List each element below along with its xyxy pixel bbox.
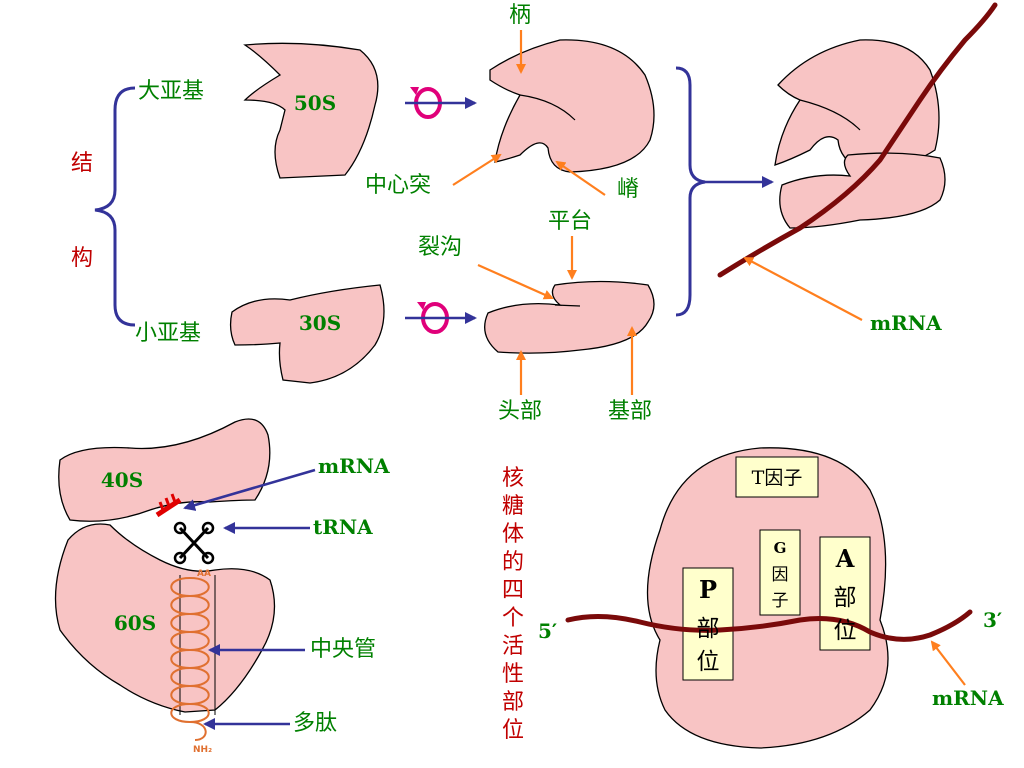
base-label: 基部 <box>608 399 652 424</box>
p-site-char-1: P <box>699 575 717 604</box>
structure-char-2: 构 <box>71 246 93 271</box>
subunit-40s-shape <box>58 418 271 522</box>
a-site-char-2: 部 <box>834 585 857 611</box>
three-prime-label: 3′ <box>983 608 1002 632</box>
head-label: 头部 <box>498 399 542 424</box>
t-factor-label: T因子 <box>752 467 803 489</box>
svg-text:核: 核 <box>502 466 524 491</box>
nh2-end-label: NH₂ <box>193 745 212 755</box>
central-tube-label: 中央管 <box>310 637 376 662</box>
subunit-30s-name: 30S <box>299 311 341 335</box>
active-site-mrna-label: mRNA <box>932 686 1004 710</box>
cleft-label: 裂沟 <box>418 235 462 260</box>
large-subunit-label: 大亚基 <box>138 79 204 104</box>
subunit-60s-name: 60S <box>114 611 156 635</box>
bottom-mrna-label: mRNA <box>318 454 390 478</box>
svg-text:四: 四 <box>502 578 524 603</box>
active-site-mrna-strand <box>565 609 973 642</box>
svg-text:体: 体 <box>502 522 524 547</box>
small-subunit-side-view <box>484 280 655 354</box>
p-site-char-2: 部 <box>697 616 720 642</box>
svg-text:活: 活 <box>502 634 524 659</box>
assembly-bracket <box>675 66 706 317</box>
handle-label: 柄 <box>509 3 531 28</box>
g-factor-char-1: G <box>774 539 787 557</box>
assembled-small-subunit <box>779 152 946 229</box>
subunit-50s-shape <box>243 42 379 179</box>
g-factor-char-2: 因 <box>772 565 789 585</box>
aa-end-label: AA <box>197 569 211 579</box>
svg-text:个: 个 <box>502 606 524 631</box>
assembled-mrna-strand <box>717 2 998 278</box>
svg-text:的: 的 <box>502 550 524 575</box>
g-factor-char-3: 子 <box>772 591 789 611</box>
svg-text:糖: 糖 <box>502 494 524 519</box>
a-site-box <box>819 536 871 651</box>
active-site-mrna-pointer <box>930 640 966 686</box>
central-protuberance-crease <box>519 94 576 121</box>
trna-cloverleaf-icon <box>173 521 215 565</box>
structure-bracket <box>94 86 136 327</box>
ridge-pointer <box>555 160 606 196</box>
p-site-char-3: 位 <box>697 649 720 675</box>
cleft-crease <box>554 304 581 307</box>
assembled-mrna-label: mRNA <box>870 311 942 335</box>
svg-text:位: 位 <box>502 718 524 743</box>
small-subunit-label: 小亚基 <box>135 321 201 346</box>
polypeptide-helix <box>170 577 210 741</box>
cleft-pointer <box>477 263 554 300</box>
platform-label: 平台 <box>548 209 592 234</box>
p-site-box <box>682 567 734 681</box>
subunit-30s-shape <box>229 284 385 384</box>
assembled-mrna-pointer <box>743 257 863 321</box>
central-protuberance-pointer <box>452 153 502 186</box>
subunit-50s-name: 50S <box>294 91 336 115</box>
assembled-large-crease <box>799 99 861 131</box>
bottom-mrna-pointer <box>183 468 316 511</box>
mrna-fragment-icon <box>155 493 182 518</box>
large-subunit-side-view <box>489 39 655 173</box>
a-site-char-1: A <box>835 544 855 573</box>
ridge-label: 嵴 <box>617 177 639 202</box>
svg-text:性: 性 <box>502 662 524 687</box>
polypeptide-label: 多肽 <box>293 711 337 736</box>
trna-label: tRNA <box>313 515 373 539</box>
a-site-char-3: 位 <box>834 618 857 644</box>
central-protuberance-label: 中心突 <box>365 173 431 198</box>
subunit-60s-shape <box>54 523 276 713</box>
subunit-40s-name: 40S <box>101 468 143 492</box>
five-prime-label: 5′ <box>538 619 557 643</box>
svg-text:部: 部 <box>502 690 524 715</box>
structure-char-1: 结 <box>71 151 93 176</box>
t-factor-box <box>735 456 819 498</box>
four-active-sites-title: 核 糖 体 的 四 个 活 性 部 位 <box>502 466 524 743</box>
g-factor-box <box>759 529 801 616</box>
